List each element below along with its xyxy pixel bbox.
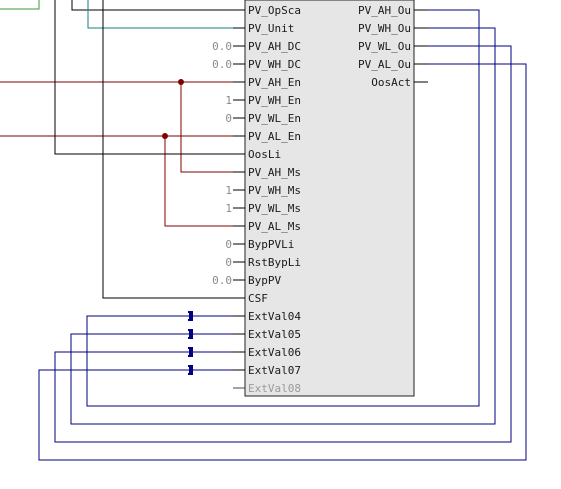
input-label-csf[interactable]: CSF [248,292,268,305]
feedback-wire-extval05 [70,27,496,425]
input-value-pv-wh-dc[interactable]: 0.0 [212,58,232,71]
input-label-rstbypli[interactable]: RstBypLi [248,256,301,269]
output-label-pv-ah-ou[interactable]: PV_AH_Ou [358,4,411,17]
wire-pv-unit [87,0,245,29]
input-label-extval05[interactable]: ExtVal05 [248,328,301,341]
input-label-pv-wl-en[interactable]: PV_WL_En [248,112,301,125]
input-label-pv-ah-dc[interactable]: PV_AH_DC [248,40,301,53]
connector-marker-icon [188,347,193,357]
connection-markers [162,79,193,375]
input-label-pv-unit[interactable]: PV_Unit [248,22,294,35]
wire-pv-al-ms [164,136,245,227]
junction-dot [162,133,168,139]
input-label-byppv[interactable]: BypPV [248,274,281,287]
input-label-byppvli[interactable]: BypPVLi [248,238,294,251]
input-value-pv-ah-dc[interactable]: 0.0 [212,40,232,53]
input-label-pv-wl-ms[interactable]: PV_WL_Ms [248,202,301,215]
input-label-pv-wh-dc[interactable]: PV_WH_DC [248,58,301,71]
wire-csf [102,0,245,299]
input-value-pv-wl-en[interactable]: 0 [225,112,232,125]
feedback-wire-extval06 [54,45,512,443]
connector-marker-icon [188,329,193,339]
input-label-pv-ah-ms[interactable]: PV_AH_Ms [248,166,301,179]
input-label-pv-al-ms[interactable]: PV_AL_Ms [248,220,301,233]
connector-marker-icon [188,365,193,375]
input-value-pv-wl-ms[interactable]: 1 [225,202,232,215]
output-label-pv-wh-ou[interactable]: PV_WH_Ou [358,22,411,35]
wire-oosli [54,0,245,155]
input-value-pv-wh-ms[interactable]: 1 [225,184,232,197]
input-label-extval06[interactable]: ExtVal06 [248,346,301,359]
input-value-byppv[interactable]: 0.0 [212,274,232,287]
input-value-byppvli[interactable]: 0 [225,238,232,251]
input-label-pv-wh-ms[interactable]: PV_WH_Ms [248,184,301,197]
output-label-pv-wl-ou[interactable]: PV_WL_Ou [358,40,411,53]
input-label-extval04[interactable]: ExtVal04 [248,310,301,323]
wire-pv-opsca [71,0,245,11]
feedback-wire-extval07 [38,63,527,461]
input-value-pv-wh-en[interactable]: 1 [225,94,232,107]
feedback-wire-extval04 [86,9,480,407]
function-block[interactable] [244,0,415,397]
output-label-oosact[interactable]: OosAct [371,76,411,89]
input-wires [0,0,245,299]
input-label-pv-opsca[interactable]: PV_OpSca [248,4,301,17]
input-label-pv-ah-en[interactable]: PV_AH_En [248,76,301,89]
wire-upstream-fragment [0,0,40,10]
input-label-oosli[interactable]: OosLi [248,148,281,161]
input-label-pv-wh-en[interactable]: PV_WH_En [248,94,301,107]
feedback-wires [38,9,527,461]
output-label-pv-al-ou[interactable]: PV_AL_Ou [358,58,411,71]
input-label-extval07[interactable]: ExtVal07 [248,364,301,377]
input-value-rstbypli[interactable]: 0 [225,256,232,269]
connector-marker-icon [188,311,193,321]
wire-pv-ah-ms [180,82,245,173]
input-label-extval08[interactable]: ExtVal08 [248,382,301,395]
junction-dot [178,79,184,85]
block-pins: PV_OpScaPV_UnitPV_AH_DC0.0PV_WH_DC0.0PV_… [212,4,428,395]
input-label-pv-al-en[interactable]: PV_AL_En [248,130,301,143]
